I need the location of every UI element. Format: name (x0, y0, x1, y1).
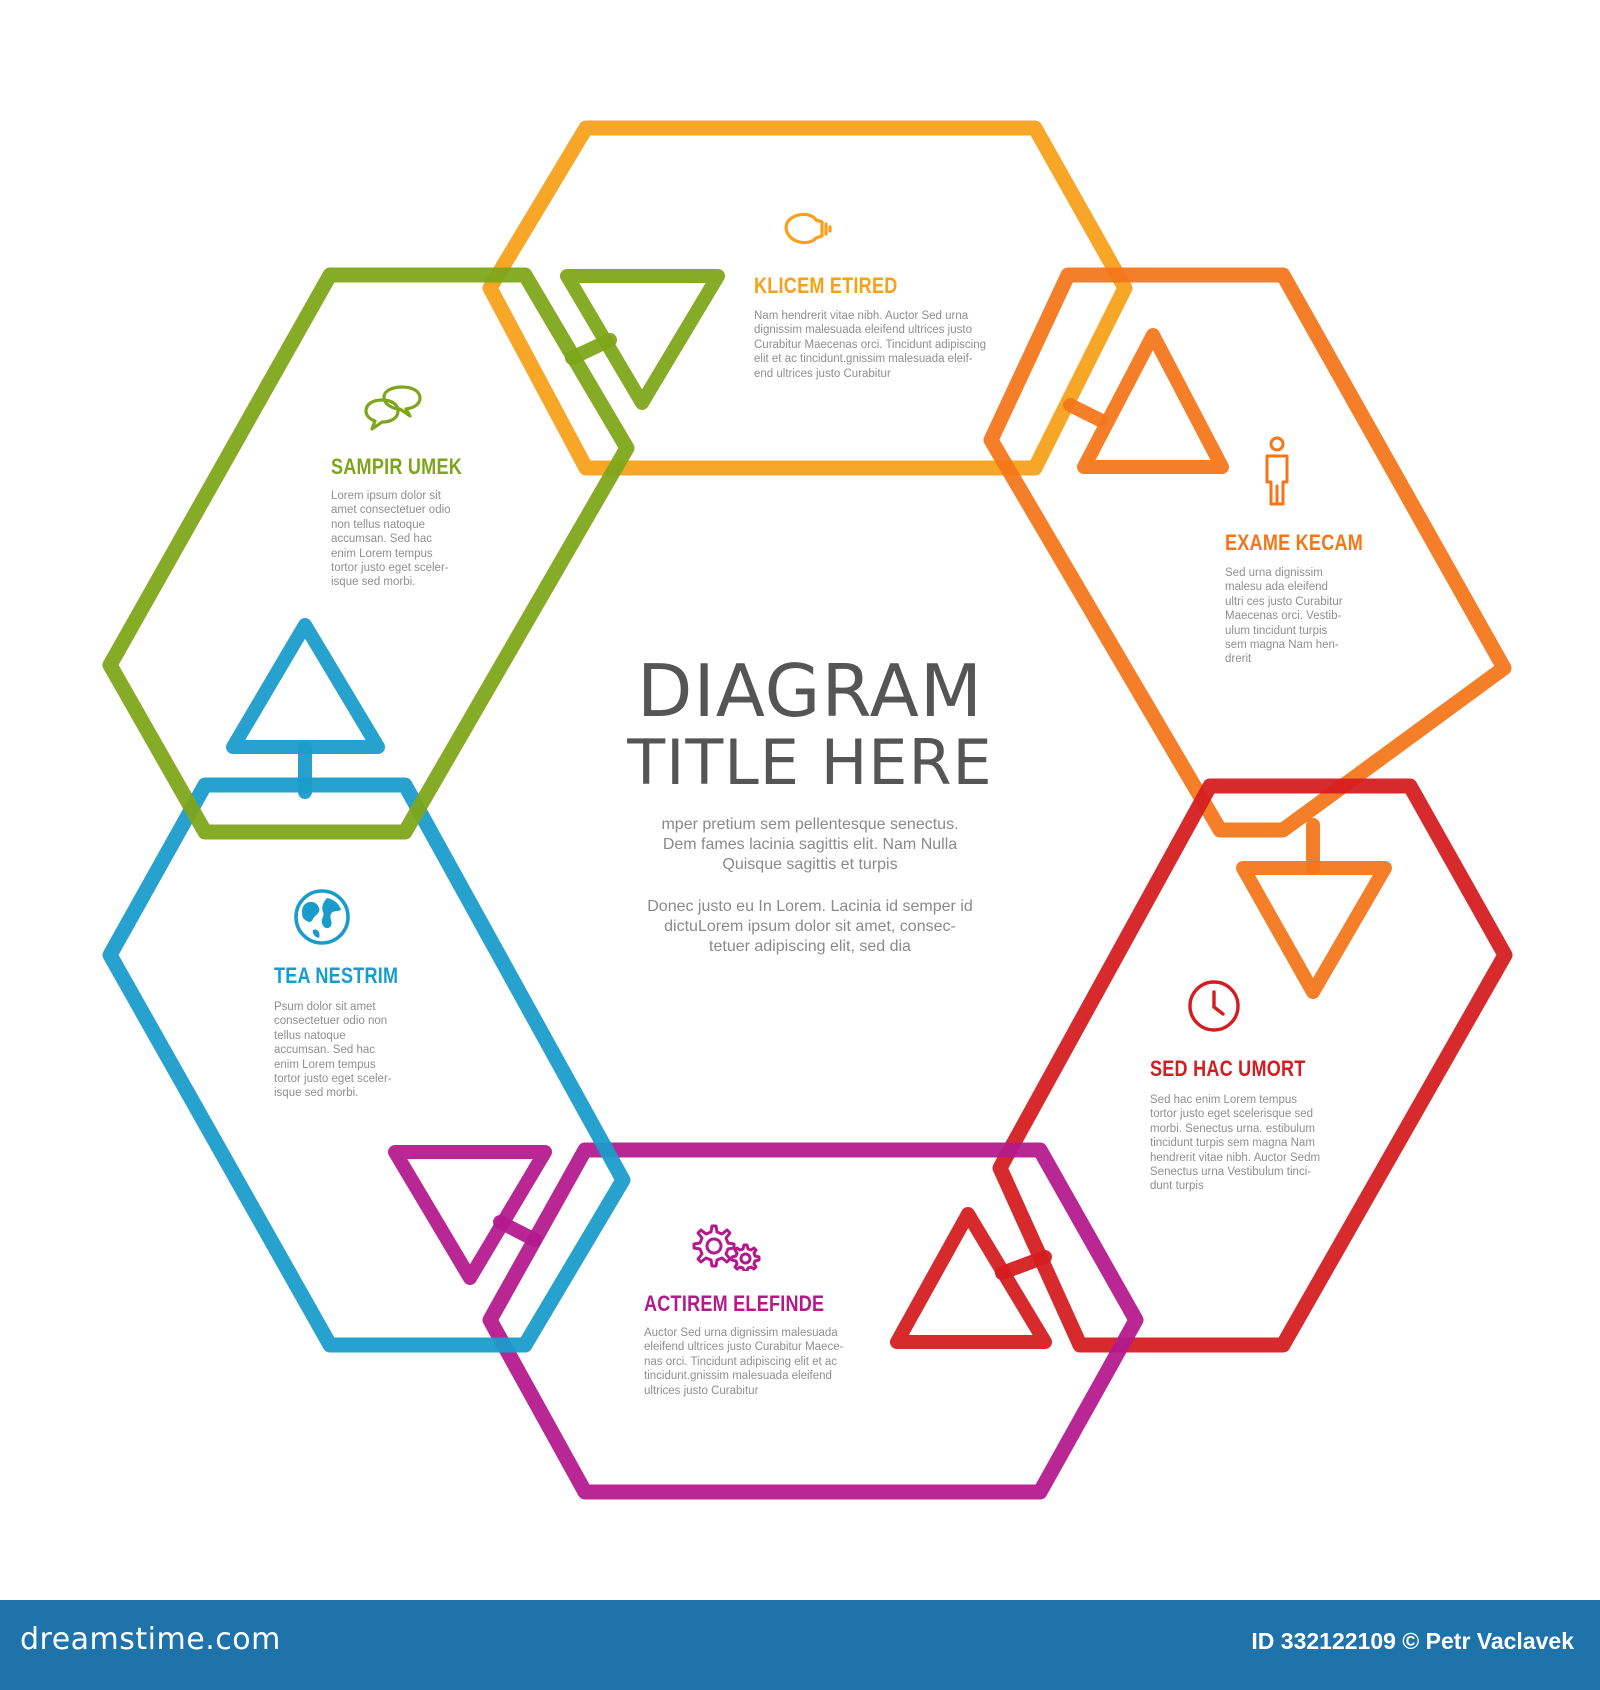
step-2-description: Sed urna dignissim malesu ada eleifend u… (1225, 566, 1375, 667)
desc-line: dignissim malesuada eleifend ultrices ju… (754, 324, 972, 337)
desc-line: Nam hendrerit vitae nibh. Auctor Sed urn… (754, 310, 969, 322)
center-paragraph-1-line: Dem fames lacinia sagittis elit. Nam Nul… (662, 836, 958, 853)
arrow-step-4-to-5 (388, 1145, 552, 1285)
desc-line: ultrices justo Curabitur (644, 1384, 759, 1397)
arrow-step-6-to-1 (560, 269, 725, 410)
clock-icon (1188, 980, 1240, 1032)
desc-line: Psum dolor sit amet (274, 1001, 376, 1013)
arrow-step-2-to-3 (1236, 818, 1392, 999)
desc-line: non tellus natoque (331, 518, 425, 531)
desc-line: drerit (1225, 653, 1252, 666)
desc-line: Auctor Sed urna dignissim malesuada (644, 1327, 838, 1339)
center-paragraph-2-line: Donec justo eu In Lorem. Lacinia id semp… (647, 898, 973, 915)
globe-icon (294, 889, 350, 945)
step-6-title: SAMPIR UMEK (331, 454, 462, 479)
step-4-title: ACTIREM ELEFINDE (644, 1291, 825, 1316)
desc-line: enim Lorem tempus (274, 1058, 376, 1071)
desc-line: Lorem ipsum dolor sit (331, 490, 441, 502)
hexagon-step-2 (983, 267, 1512, 838)
hexagon-step-3 (992, 778, 1513, 1353)
hexagon-cycle-diagram (102, 120, 1513, 1500)
desc-line: Curabitur Maecenas orci. Tincidunt adipi… (754, 338, 987, 351)
desc-line: sem magna Nam hen- (1225, 639, 1339, 652)
speech-bubbles-icon (364, 385, 422, 431)
desc-line: accumsan. Sed hac (331, 533, 433, 546)
diagram-title-line-2: TITLE HERE (627, 726, 993, 799)
desc-line: tortor justo eget sceler- (331, 562, 449, 575)
step-3-title: SED HAC UMORT (1150, 1056, 1306, 1081)
desc-line: eleifend ultrices justo Curabitur Maece- (644, 1341, 844, 1354)
step-5-description: Psum dolor sit amet consectetuer odio no… (274, 1000, 424, 1101)
arrow-step-3-to-4 (890, 1207, 1052, 1349)
person-icon (1265, 436, 1289, 506)
lightbulb-icon (784, 212, 832, 245)
desc-line: enim Lorem tempus (331, 547, 433, 560)
desc-line: tincidunt.gnissim malesuada eleifend (644, 1370, 832, 1383)
arrow-step-5-to-6 (226, 618, 385, 799)
step-2-title: EXAME KECAM (1225, 530, 1364, 555)
gears-icon (692, 1224, 761, 1271)
step-1-title: KLICEM ETIRED (754, 273, 898, 298)
desc-line: tellus natoque (274, 1029, 346, 1042)
desc-line: ulum tincidunt turpis (1225, 624, 1328, 637)
footer-bar: dreamstime.com ID 332122109 © Petr Vacla… (0, 1600, 1600, 1690)
arrow-step-1-to-2 (1063, 328, 1229, 474)
desc-line: Sed hac enim Lorem tempus (1150, 1094, 1298, 1106)
center-paragraph-2-line: tetuer adipiscing elit, sed dia (709, 938, 911, 955)
desc-line: isque sed morbi. (331, 576, 416, 589)
step-5-title: TEA NESTRIM (274, 963, 399, 988)
desc-line: nas orci. Tincidunt adipiscing elit et a… (644, 1355, 838, 1368)
desc-line: hendrerit vitae nibh. Auctor Sedm (1150, 1151, 1321, 1164)
desc-line: Senectus urna Vestibulum tinci- (1150, 1166, 1312, 1179)
hexagon-step-1 (482, 120, 1133, 476)
image-credit: ID 332122109 © Petr Vaclavek (1251, 1628, 1574, 1654)
desc-line: consectetuer odio non (274, 1015, 388, 1028)
brand-logo: dreamstime.com (20, 1622, 281, 1657)
desc-line: morbi. Senectus urna. estibulum (1150, 1122, 1315, 1135)
step-1-description: Nam hendrerit vitae nibh. Auctor Sed urn… (754, 309, 1014, 381)
desc-line: dunt turpis (1150, 1180, 1204, 1193)
center-paragraph-2-line: dictuLorem ipsum dolor sit amet, consec- (664, 918, 956, 935)
desc-line: tortor justo eget scelerisque sed (1150, 1108, 1314, 1121)
diagram-title-line-1: DIAGRAM (637, 649, 983, 733)
desc-line: Maecenas orci. Vestib- (1225, 610, 1342, 623)
step-3-description: Sed hac enim Lorem tempus tortor justo e… (1150, 1093, 1350, 1194)
desc-line: ultri ces justo Curabitur (1225, 595, 1343, 608)
step-6-description: Lorem ipsum dolor sit amet consectetuer … (331, 489, 481, 590)
step-4-description: Auctor Sed urna dignissim malesuada elei… (644, 1326, 884, 1398)
desc-line: elit et ac tincidunt.gnissim malesuada e… (754, 353, 973, 366)
desc-line: isque sed morbi. (274, 1087, 359, 1100)
desc-line: Sed urna dignissim (1225, 567, 1323, 579)
desc-line: accumsan. Sed hac (274, 1044, 376, 1057)
center-paragraph-2: Donec justo eu In Lorem. Lacinia id semp… (620, 897, 1000, 957)
center-paragraph-1-line: Quisque sagittis et turpis (722, 856, 898, 873)
hexagon-step-6 (102, 267, 635, 840)
center-paragraph-1-line: mper pretium sem pellentesque senectus. (661, 816, 959, 833)
hexagon-step-5 (102, 777, 631, 1353)
desc-line: end ultrices justo Curabitur (754, 367, 891, 380)
desc-line: tincidunt turpis sem magna Nam (1150, 1137, 1315, 1150)
desc-line: amet consectetuer odio (331, 504, 451, 517)
desc-line: malesu ada eleifend (1225, 581, 1328, 594)
desc-line: tortor justo eget sceler- (274, 1073, 392, 1086)
hexagon-step-4 (482, 1142, 1144, 1500)
center-paragraph-1: mper pretium sem pellentesque senectus. … (620, 815, 1000, 875)
